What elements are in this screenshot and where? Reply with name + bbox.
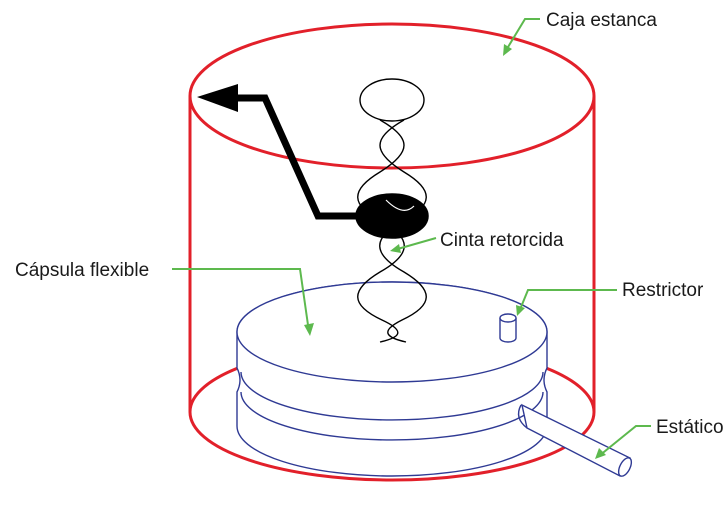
arrowhead-estatico	[595, 448, 606, 459]
ribbon-top-disc	[359, 78, 425, 122]
restrictor	[499, 313, 517, 343]
ribbon-strand-over-hub	[385, 199, 415, 211]
label-cinta-retorcida: Cinta retorcida	[440, 230, 564, 251]
arrowhead-cinta-retorcida	[390, 244, 401, 253]
arrowhead-caja-estanca	[503, 44, 512, 56]
restrictor-top	[499, 313, 517, 323]
leader-estatico	[598, 425, 651, 457]
label-caja-estanca: Caja estanca	[546, 10, 657, 31]
pointer-arrowhead	[197, 84, 238, 112]
leader-arrowheads	[304, 44, 606, 459]
capsule-fold-upper	[240, 371, 544, 421]
leader-restrictor	[518, 289, 617, 313]
twisted-ribbon	[357, 78, 427, 343]
static-tube	[517, 403, 633, 477]
flexible-capsule	[236, 281, 548, 477]
label-capsula-flexible: Cápsula flexible	[15, 260, 149, 281]
pointer	[197, 84, 429, 239]
pointer-shaft	[222, 94, 372, 220]
static-tube-opening	[617, 457, 633, 477]
leader-cinta-retorcida	[393, 237, 437, 251]
label-estatico: Estático	[656, 417, 724, 438]
leader-caja-estanca	[504, 18, 540, 53]
restrictor-body	[499, 318, 517, 343]
pointer-hub	[355, 193, 429, 239]
ribbon-strand-b	[379, 119, 427, 343]
label-restrictor: Restrictor	[622, 280, 704, 301]
arrowhead-restrictor	[516, 305, 525, 316]
leader-capsula-flexible	[172, 268, 310, 333]
leader-lines	[172, 18, 651, 457]
ribbon-strand-a	[357, 119, 405, 343]
capsule-top	[236, 281, 548, 383]
arrowhead-capsula-flexible	[304, 323, 314, 336]
case-top-ellipse	[188, 22, 596, 170]
static-tube-inner-edge	[517, 404, 528, 429]
